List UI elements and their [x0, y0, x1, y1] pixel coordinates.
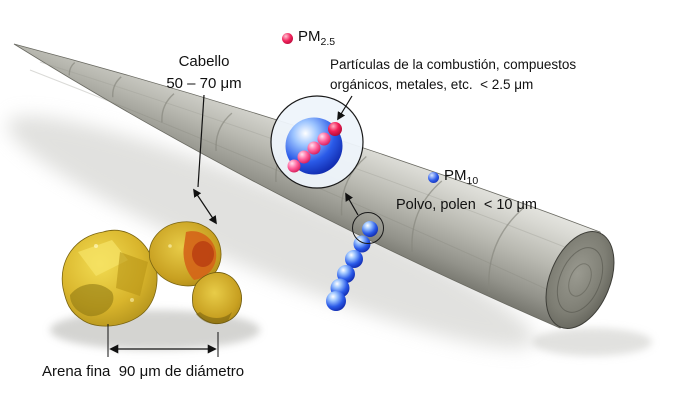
pm25-dot-icon	[282, 32, 293, 44]
pm10-dot-icon	[428, 171, 439, 183]
pm10-label: PM10	[428, 166, 478, 189]
sand-grains-illustration	[61, 221, 242, 327]
hair-measure-arrow	[193, 188, 217, 225]
hair-end-cap	[545, 231, 615, 329]
annotation-arrows	[107, 94, 359, 357]
zoom-source-circle	[352, 212, 384, 244]
hair-size-label: 50 – 70 μm	[166, 74, 242, 92]
pm10-label-text: PM10	[444, 167, 479, 187]
magnifier-circle	[270, 95, 364, 189]
hair-label-title: Cabello	[178, 53, 230, 70]
pm10-description: Polvo, polen < 10 μm	[396, 197, 537, 213]
pm25-label-text: PM2.5	[298, 28, 336, 48]
pm25-pointer-arrow	[337, 95, 353, 121]
hair-label: Cabello 50 – 70 μm	[158, 52, 250, 93]
hair-measure-stem	[197, 94, 205, 188]
zoom-link-arrow	[345, 192, 359, 216]
pm25-subscript: 2.5	[320, 36, 336, 48]
pm25-particle-chain	[287, 122, 342, 173]
pm25-description: Partículas de la combustión, compuestos …	[330, 57, 577, 92]
pm25-label: PM2.5	[282, 27, 335, 50]
sand-caption: Arena fina 90 μm de diámetro	[42, 363, 245, 380]
pm10-subscript: 10	[466, 175, 479, 187]
